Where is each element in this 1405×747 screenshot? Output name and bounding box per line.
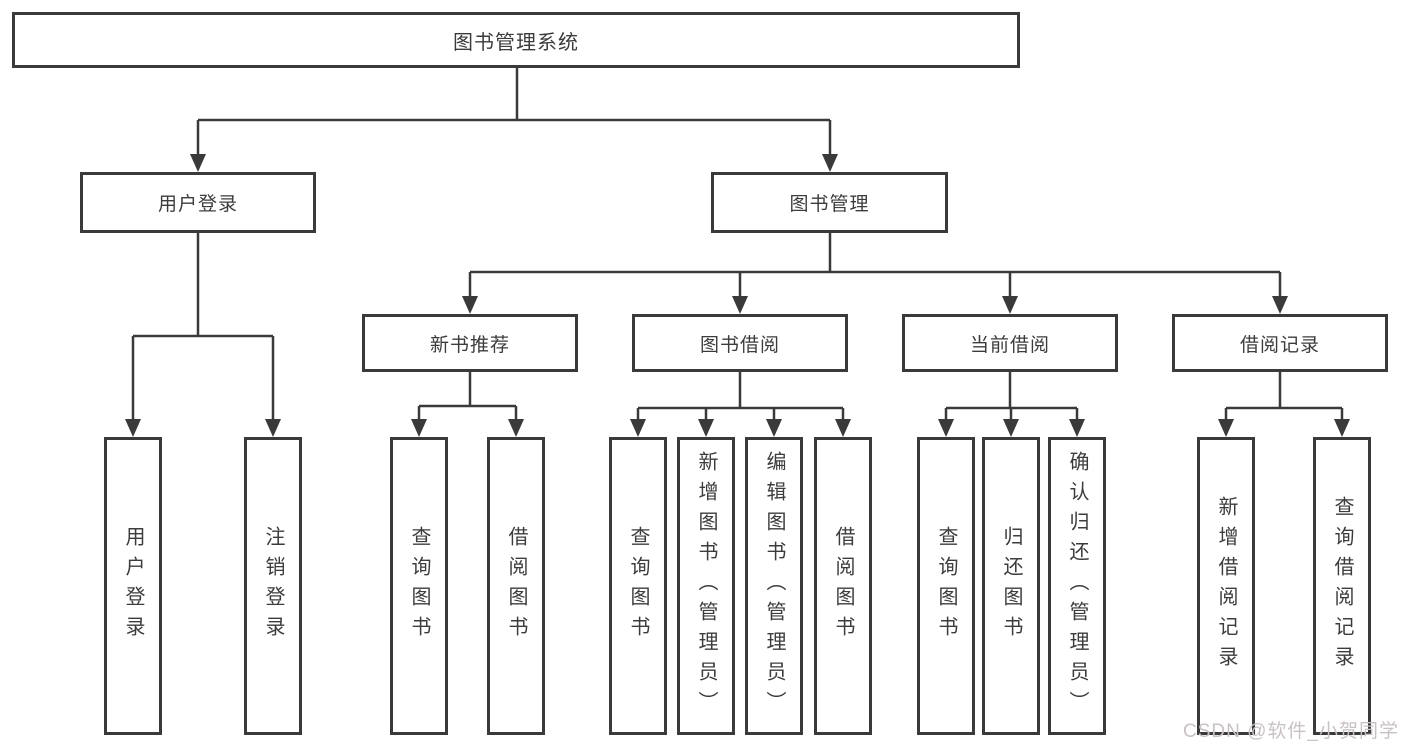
leaf-add-borrow-record-label: 新增借阅记录	[1215, 496, 1237, 676]
node-root-label: 图书管理系统	[453, 31, 579, 54]
node-user-login: 用户登录	[80, 172, 316, 233]
leaf-borrow-books-borrow-label: 借阅图书	[832, 526, 854, 646]
node-new-book-recommend-label: 新书推荐	[429, 334, 510, 356]
csdn-watermark: CSDN @软件_小贺同学	[1183, 721, 1399, 742]
leaf-borrow-books-recommend-label: 借阅图书	[505, 526, 527, 646]
node-new-book-recommend: 新书推荐	[362, 314, 578, 372]
leaf-user-login-label: 用户登录	[122, 526, 144, 646]
leaf-query-books-borrow-label: 查询图书	[627, 526, 649, 646]
node-book-borrow-label: 图书借阅	[699, 334, 780, 356]
leaf-confirm-return-admin-label: 确认归还（管理员）	[1066, 451, 1088, 721]
leaf-return-book: 归还图书	[982, 437, 1040, 735]
node-current-borrow: 当前借阅	[902, 314, 1118, 372]
leaf-query-books-borrow: 查询图书	[609, 437, 667, 735]
leaf-add-borrow-record: 新增借阅记录	[1197, 437, 1255, 735]
node-book-management-label: 图书管理	[789, 194, 870, 215]
leaf-edit-book-admin: 编辑图书（管理员）	[745, 437, 803, 735]
leaf-logout-label: 注销登录	[262, 526, 284, 646]
leaf-user-login: 用户登录	[104, 437, 162, 735]
node-root-system: 图书管理系统	[12, 12, 1020, 68]
leaf-query-books-current: 查询图书	[917, 437, 975, 735]
node-book-management: 图书管理	[711, 172, 948, 233]
leaf-add-book-admin: 新增图书（管理员）	[677, 437, 735, 735]
leaf-add-book-admin-label: 新增图书（管理员）	[695, 451, 717, 721]
leaf-logout: 注销登录	[244, 437, 302, 735]
node-borrow-records: 借阅记录	[1172, 314, 1388, 372]
leaf-query-borrow-record: 查询借阅记录	[1313, 437, 1371, 735]
leaf-query-borrow-record-label: 查询借阅记录	[1331, 496, 1353, 676]
leaf-borrow-books-borrow: 借阅图书	[814, 437, 872, 735]
node-user-login-label: 用户登录	[157, 194, 238, 215]
leaf-edit-book-admin-label: 编辑图书（管理员）	[763, 451, 785, 721]
leaf-query-books-recommend: 查询图书	[390, 437, 448, 735]
leaf-confirm-return-admin: 确认归还（管理员）	[1048, 437, 1106, 735]
leaf-return-book-label: 归还图书	[1000, 526, 1022, 646]
node-borrow-records-label: 借阅记录	[1239, 334, 1320, 356]
leaf-query-books-recommend-label: 查询图书	[408, 526, 430, 646]
leaf-borrow-books-recommend: 借阅图书	[487, 437, 545, 735]
node-current-borrow-label: 当前借阅	[969, 334, 1050, 356]
leaf-query-books-current-label: 查询图书	[935, 526, 957, 646]
node-book-borrow: 图书借阅	[632, 314, 848, 372]
